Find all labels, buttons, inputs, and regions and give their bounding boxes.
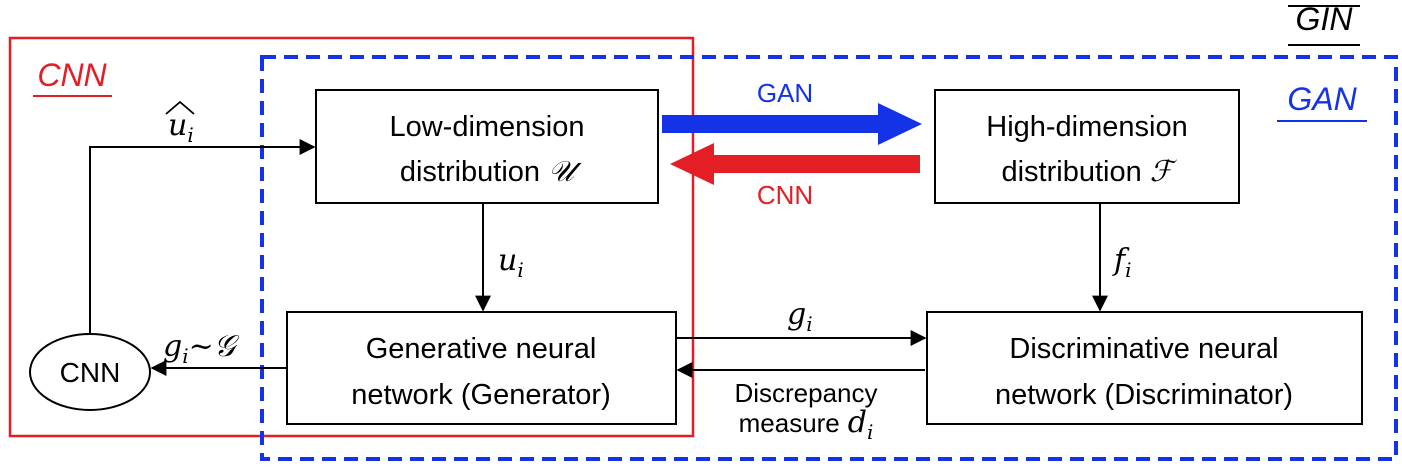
gan-big-arrow [662, 103, 922, 145]
cnn-region [8, 36, 695, 438]
cnn-node: CNN [29, 333, 151, 411]
g-i-label: gi [787, 297, 813, 336]
low-dimension-line1: Low-dimension [389, 111, 584, 143]
gin-label: GIN [1296, 1, 1354, 37]
gan-region [260, 55, 1398, 461]
generator-line1: Generative neural [366, 333, 597, 365]
u-i-label: ui [498, 243, 524, 282]
f-i-label: fi [1112, 243, 1132, 282]
cnn-arrow-label: CNN [757, 180, 813, 210]
u-hat-hat-mark [165, 100, 195, 115]
high-dimension-line1: High-dimension [986, 111, 1188, 143]
gan-region-label: GAN [1287, 81, 1357, 117]
u-hat-arrow [89, 139, 316, 334]
cnn-big-arrow [670, 143, 920, 185]
u-hat-label: ui [168, 108, 194, 147]
cnn-region-label: CNN [37, 57, 107, 93]
discriminator-line1: Discriminative neural [1009, 333, 1278, 365]
discriminator-line2: network (Discriminator) [995, 379, 1293, 411]
discriminator-box: Discriminative neural network (Discrimin… [926, 311, 1363, 425]
generator-box: Generative neural network (Generator) [286, 311, 677, 425]
generator-line2: network (Generator) [351, 379, 611, 411]
discrepancy-line1: Discrepancy [734, 378, 877, 408]
cnn-node-label: CNN [60, 357, 121, 388]
gan-arrow-label: GAN [757, 78, 813, 108]
g-dist-label: gi~𝒢 [163, 329, 240, 368]
